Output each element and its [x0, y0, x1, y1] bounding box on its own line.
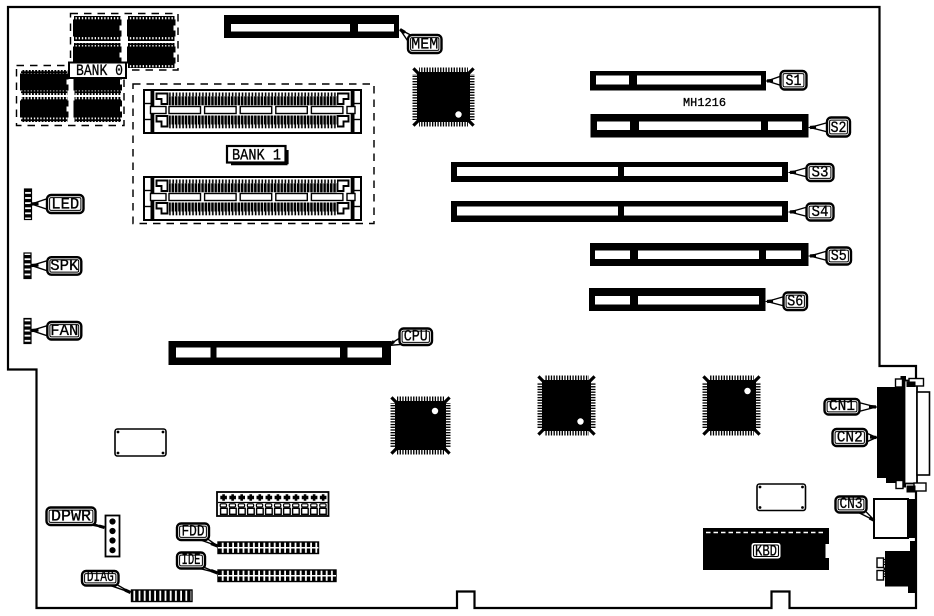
- svg-text:DIAG: DIAG: [87, 568, 114, 586]
- svg-text:DPWR: DPWR: [51, 508, 91, 526]
- svg-text:CPU: CPU: [404, 328, 428, 346]
- svg-text:FDD: FDD: [182, 523, 205, 541]
- svg-text:FAN: FAN: [50, 322, 78, 340]
- svg-text:LED: LED: [51, 196, 79, 214]
- svg-text:MEM: MEM: [411, 36, 438, 54]
- svg-text:KBD: KBD: [755, 543, 777, 561]
- svg-text:BANK 0: BANK 0: [76, 62, 123, 80]
- svg-text:MH1216: MH1216: [683, 96, 726, 110]
- svg-text:CN2: CN2: [837, 429, 863, 447]
- svg-text:CN3: CN3: [840, 495, 863, 513]
- svg-text:S4: S4: [812, 203, 829, 221]
- svg-text:S6: S6: [787, 293, 803, 311]
- svg-text:SPK: SPK: [50, 257, 79, 275]
- svg-text:S3: S3: [812, 164, 829, 182]
- svg-text:S5: S5: [831, 247, 847, 265]
- svg-text:S2: S2: [831, 119, 847, 137]
- svg-text:IDE: IDE: [182, 551, 201, 569]
- svg-text:BANK 1: BANK 1: [232, 147, 281, 165]
- svg-text:CN1: CN1: [829, 397, 855, 415]
- svg-text:S1: S1: [786, 72, 802, 90]
